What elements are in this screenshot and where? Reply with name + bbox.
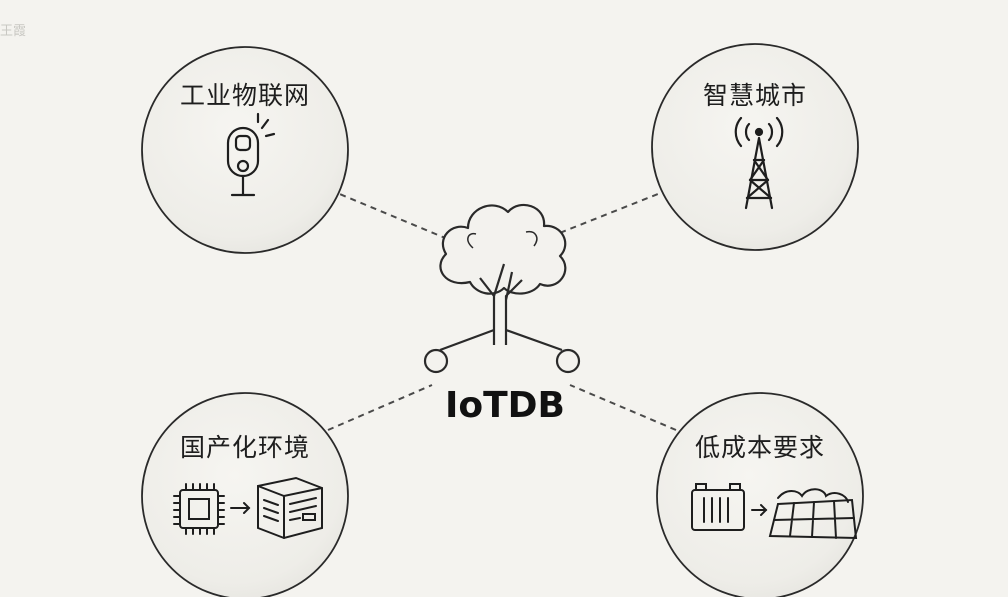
- battery-to-solar-field-icon: [691, 483, 858, 540]
- chip-to-server-icon: [173, 476, 323, 540]
- connector-bottom-right: [569, 384, 677, 431]
- iotdb-title: IoTDB: [444, 385, 565, 426]
- scenario-label-smart-city: 智慧城市: [702, 81, 807, 110]
- scenario-label-domestic-env: 国产化环境: [179, 433, 310, 462]
- scenario-label-low-cost: 低成本要求: [694, 433, 825, 462]
- industrial-sensor-icon: [226, 112, 276, 197]
- signal-tower-icon: [734, 116, 784, 210]
- iotdb-tree-icon: [423, 203, 581, 374]
- corner-watermark: 王霞: [0, 24, 27, 39]
- scenario-circle-domestic-env: [141, 392, 349, 597]
- connector-top-left: [329, 189, 451, 241]
- connector-lines: [327, 189, 677, 431]
- scenario-label-industrial-iot: 工业物联网: [179, 81, 310, 110]
- scenario-circle-smart-city: [651, 43, 859, 251]
- scenario-circle-low-cost: [656, 392, 864, 597]
- connector-top-right: [551, 189, 669, 237]
- connector-bottom-left: [327, 384, 433, 431]
